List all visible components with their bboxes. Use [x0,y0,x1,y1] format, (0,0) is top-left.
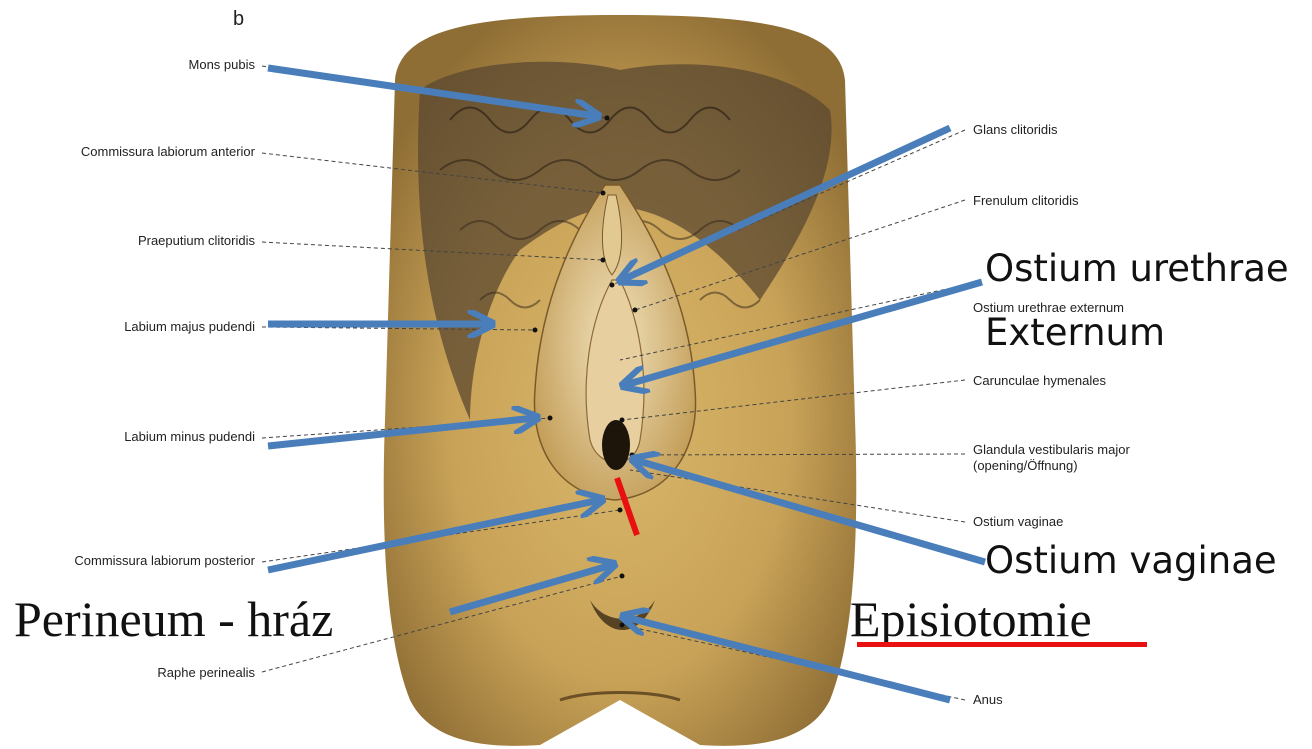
illustration [384,15,857,746]
big-label-ostium-urethrae: Ostium urethrae [985,249,1289,289]
label-glandula-line2: (opening/Öffnung) [973,458,1130,474]
label-carunculae: Carunculae hymenales [973,373,1106,388]
label-commissura-posterior: Commissura labiorum posterior [4,553,255,568]
big-label-episiotomie: Episiotomie [850,592,1092,646]
big-label-externum: Externum [985,313,1165,353]
label-frenulum: Frenulum clitoridis [973,193,1078,208]
big-label-perineum: Perineum - hráz [14,592,333,646]
label-raphe: Raphe perinealis [60,665,255,680]
label-glandula-line1: Glandula vestibularis major [973,442,1130,458]
label-commissura-anterior: Commissura labiorum anterior [10,144,255,159]
clitoral-hood [602,195,621,275]
label-glans: Glans clitoridis [973,122,1058,137]
label-anus: Anus [973,692,1003,707]
panel-letter: b [233,8,244,31]
big-label-ostium-vaginae: Ostium vaginae [985,541,1277,581]
vaginal-opening [602,420,630,470]
label-ostium-vaginae-small: Ostium vaginae [973,514,1063,529]
episiotomie-underline [857,642,1147,647]
label-glandula: Glandula vestibularis major (opening/Öff… [973,442,1130,474]
label-mons-pubis: Mons pubis [100,57,255,72]
label-labium-minus: Labium minus pudendi [40,429,255,444]
label-labium-majus: Labium majus pudendi [40,319,255,334]
label-praeputium: Praeputium clitoridis [60,233,255,248]
